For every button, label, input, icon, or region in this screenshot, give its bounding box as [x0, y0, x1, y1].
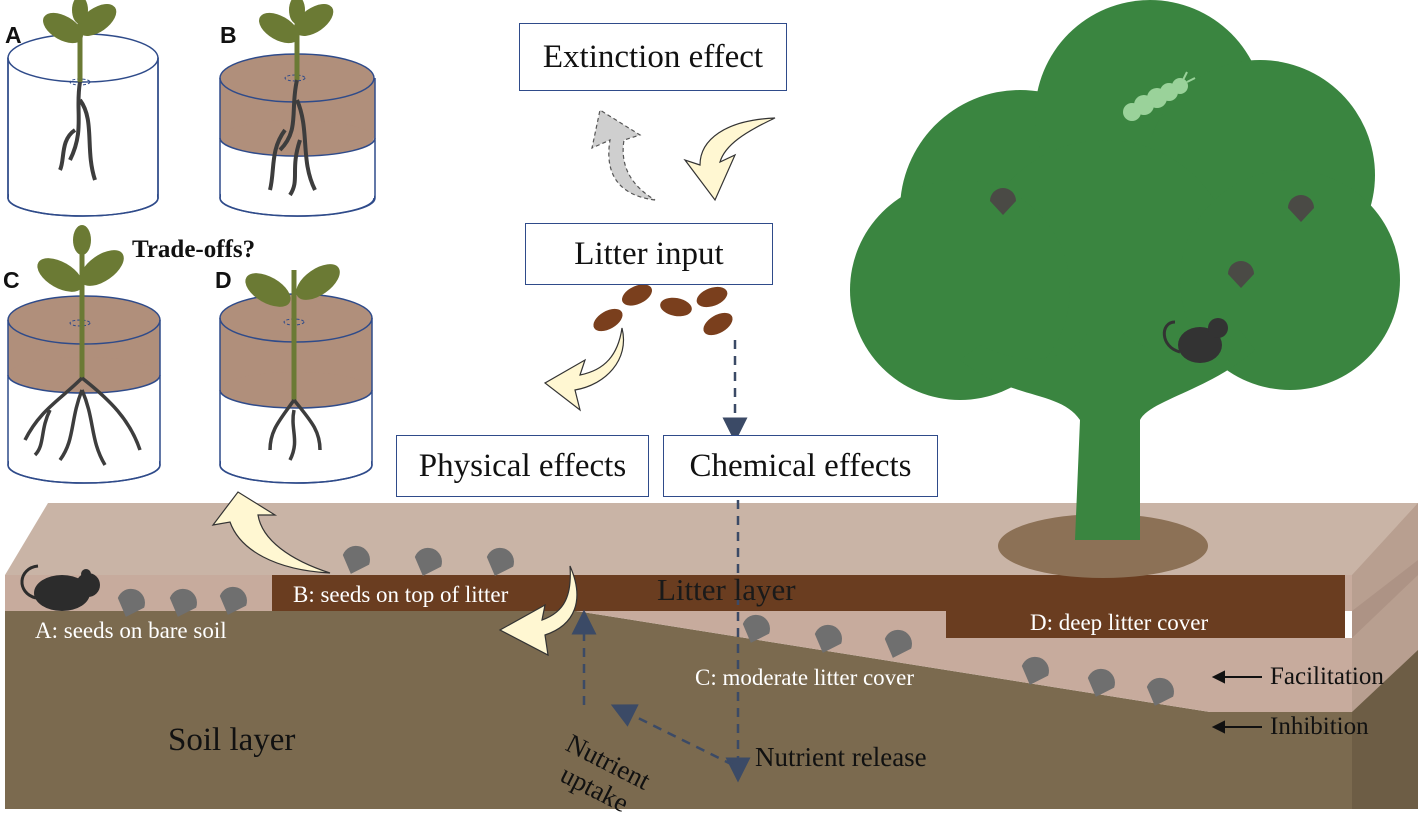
seed-label-a: A: seeds on bare soil [35, 618, 227, 643]
panel-label-b: B [220, 22, 237, 48]
curved-arrow-to-soil [498, 565, 578, 657]
physical-effects-box: Physical effects [396, 435, 649, 497]
seed-icon-group [117, 545, 1174, 706]
seed-label-b: B: seeds on top of litter [293, 582, 509, 607]
nutrient-release-label: Nutrient release [755, 742, 927, 772]
panel-label-a: A [5, 22, 22, 48]
curved-arrow-extinction [591, 109, 656, 201]
curved-arrow-to-litter [683, 117, 776, 202]
curved-arrow-physical [543, 327, 625, 412]
seed-label-d: D: deep litter cover [1030, 610, 1209, 635]
pot-b [219, 0, 376, 217]
dashed-arrows [571, 340, 751, 783]
ground-block [5, 503, 1418, 809]
chemical-effects-box: Chemical effects [663, 435, 938, 497]
curved-arrow-to-panels [211, 491, 331, 574]
pot-c [7, 225, 161, 484]
leaf-icon-group [593, 284, 733, 336]
seed-label-c: C: moderate litter cover [695, 665, 915, 690]
mouse-icon [20, 564, 100, 611]
caterpillar-icon [1123, 71, 1196, 121]
panel-label-c: C [3, 267, 20, 293]
litter-input-box: Litter input [525, 223, 773, 285]
tradeoffs-label: Trade-offs? [132, 236, 256, 263]
effect-arrows [1211, 670, 1262, 734]
tree-icon [850, 0, 1400, 540]
mouse-icon [1162, 318, 1228, 363]
facilitation-label: Facilitation [1270, 663, 1384, 690]
litter-layer-label: Litter layer [657, 572, 796, 607]
extinction-effect-box: Extinction effect [519, 23, 787, 91]
pot-d [219, 264, 373, 484]
inhibition-label: Inhibition [1270, 713, 1369, 740]
panel-label-d: D [215, 267, 232, 293]
soil-layer-label: Soil layer [168, 722, 296, 758]
pot-a [7, 0, 159, 217]
